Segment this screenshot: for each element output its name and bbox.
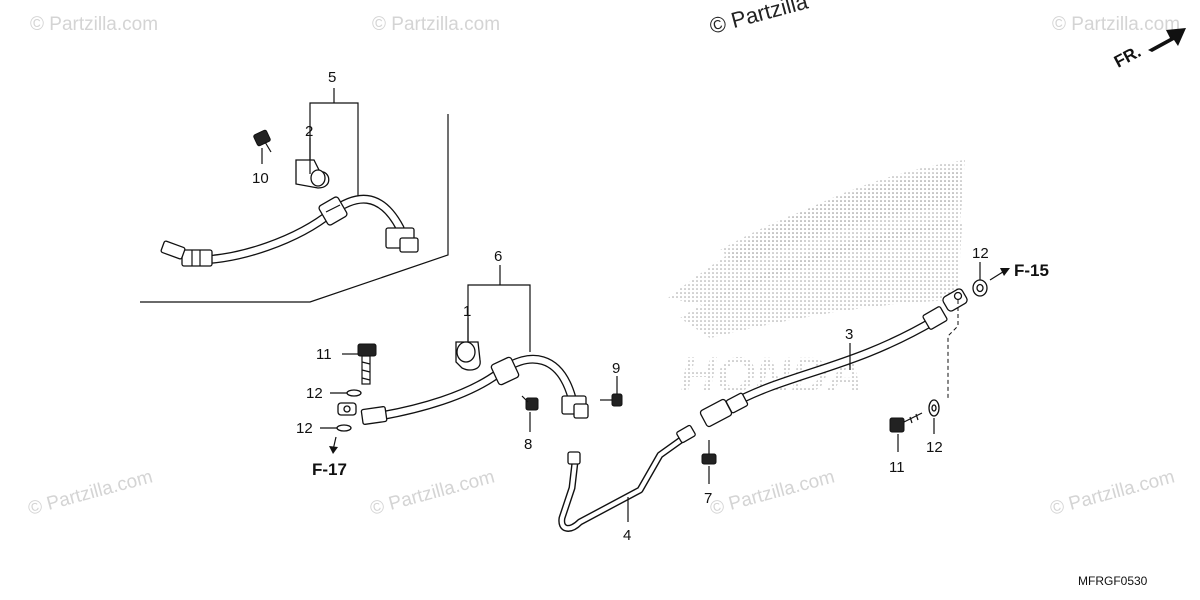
- callout-11: 11: [889, 459, 905, 476]
- front-label: FR.: [1111, 42, 1144, 72]
- brake-hose-3[interactable]: [699, 288, 968, 428]
- arrow-right-icon: [1000, 268, 1010, 276]
- callout-5: 5: [328, 69, 336, 86]
- diagram-code: MFRGF0530: [1078, 574, 1148, 588]
- hose-clamp-2[interactable]: [295, 159, 330, 189]
- callout-12: 12: [926, 439, 943, 456]
- watermark-text: © Partzilla.com: [372, 14, 500, 35]
- inset-border: [140, 114, 449, 303]
- callout-1: 1: [463, 303, 471, 320]
- watermark-text: © Partzilla.com: [1052, 14, 1180, 35]
- watermark-text: © Partzilla.com: [708, 466, 837, 519]
- bolt-10[interactable]: [253, 129, 272, 153]
- assembly-guide-line: [947, 300, 959, 400]
- honda-logo-text: HONDA: [680, 347, 863, 403]
- upper-brake-hose[interactable]: [160, 194, 419, 267]
- callout-8: 8: [524, 436, 532, 453]
- watermark-text: © Partzilla.com: [30, 14, 158, 35]
- watermark-text: © Partzilla.com: [368, 466, 497, 519]
- watermark-text: © Partzilla.com: [26, 466, 155, 519]
- sealing-washer-12-lower[interactable]: [928, 399, 940, 417]
- reference-f17[interactable]: F-17: [312, 460, 347, 479]
- callout-6: 6: [494, 248, 502, 265]
- brake-pipe-4[interactable]: [558, 424, 696, 532]
- callout-11: 11: [316, 346, 332, 363]
- union-bolt-11-left[interactable]: [357, 343, 377, 385]
- callout-12: 12: [296, 420, 313, 437]
- bolt-8[interactable]: [521, 395, 539, 411]
- watermark-text: © Partzilla.com: [1048, 466, 1177, 519]
- sealing-washer-12[interactable]: [336, 424, 352, 432]
- middle-brake-hose[interactable]: [360, 354, 589, 425]
- callout-10: 10: [252, 170, 269, 187]
- callout-line-6: [467, 284, 531, 352]
- arrow-down-icon: [329, 446, 338, 454]
- callout-3: 3: [845, 326, 853, 343]
- hose-clamp-1[interactable]: [455, 341, 481, 371]
- reference-f15[interactable]: F-15: [1014, 261, 1049, 280]
- bolt-7[interactable]: [701, 440, 717, 465]
- callout-7: 7: [704, 490, 712, 507]
- callout-4: 4: [623, 527, 631, 544]
- callout-12: 12: [972, 245, 989, 262]
- sealing-washer-12[interactable]: [346, 389, 362, 397]
- callout-2: 2: [305, 123, 313, 140]
- front-arrow-icon: [1148, 28, 1186, 52]
- honda-wing-logo-watermark: HONDA: [668, 160, 965, 403]
- union-bolt-11-right[interactable]: [889, 412, 923, 433]
- callout-9: 9: [612, 360, 620, 377]
- watermark-text-top: © Partzilla: [707, 0, 811, 39]
- sealing-washer-12-upper[interactable]: [972, 279, 988, 297]
- callout-12: 12: [306, 385, 323, 402]
- bolt-9[interactable]: [600, 393, 623, 407]
- banjo-fitting-left[interactable]: [337, 402, 357, 416]
